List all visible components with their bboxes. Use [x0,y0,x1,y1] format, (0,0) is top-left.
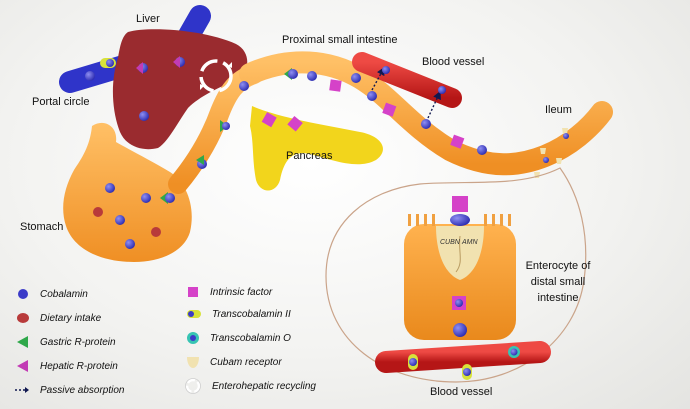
legend-cubam-receptor: Cubam receptor [186,354,282,370]
duodenum [168,64,264,194]
zoom-outline [325,167,587,383]
transcobalamin-o-icon [187,332,199,344]
stomach-label: Stomach [20,221,64,233]
legend-enterohepatic-recycling: Enterohepatic recycling [184,378,316,394]
legend-transcobalamin-o: Transcobalamin O [186,330,291,346]
blood-vessel-bottom-label: Blood vessel [430,386,493,398]
legend-hepatic-r-protein: Hepatic R-protein [16,358,118,374]
ileum-label: Ileum [545,104,572,116]
legend-label: Passive absorption [40,384,125,396]
proximal-small-intestine-label: Proximal small intestine [282,34,398,46]
legend-label: Cubam receptor [210,356,282,368]
enterocyte-label: Enterocyte of distal small intestine [525,260,591,304]
transcobalamin-ii-icon [187,310,201,318]
passive-absorption-arrow [427,90,441,119]
passive-absorption-icon [15,387,29,393]
legend-cobalamin: Cobalamin [16,286,88,302]
legend-transcobalamin-ii: Transcobalamin II [186,306,291,322]
legend-intrinsic-factor: Intrinsic factor [186,284,272,300]
stomach [63,122,192,262]
legend-label: Transcobalamin II [212,308,291,320]
cobalamin-icon [18,289,28,299]
dietary-intake-icon [17,313,29,323]
molecules [85,56,569,249]
cubn-label: CUBN [440,239,461,246]
pancreas-label: Pancreas [286,150,333,162]
legend-passive-absorption: Passive absorption [14,382,125,398]
cubam-receptor-icon [187,357,199,368]
blood-vessel-top-label: Blood vessel [422,56,485,68]
enterocyte-cell [404,196,516,340]
legend-label: Hepatic R-protein [40,360,118,372]
legend-label: Dietary intake [40,312,102,324]
intrinsic-factor-icon [188,287,198,297]
liver-label: Liver [136,13,160,25]
gastric-r-protein-icon [17,336,28,348]
amn-label: AMN [461,239,479,246]
enterohepatic-recycling-icon [185,378,201,394]
bottom-vessel-molecules [408,346,520,380]
portal-circle-label: Portal circle [32,96,90,108]
pancreas [250,106,383,191]
legend-label: Gastric R-protein [40,336,116,348]
legend-label: Cobalamin [40,288,88,300]
intrinsic-factor-square [452,196,468,212]
legend-label: Enterohepatic recycling [212,380,316,392]
legend-gastric-r-protein: Gastric R-protein [16,334,116,350]
enterohepatic-recycling-icon [199,59,233,93]
legend-dietary-intake: Dietary intake [16,310,101,326]
passive-absorption-arrow [371,66,385,91]
legend-label: Transcobalamin O [210,332,291,344]
hepatic-r-protein-icon [17,360,28,372]
small-intestine [239,51,613,176]
legend-label: Intrinsic factor [210,286,273,298]
